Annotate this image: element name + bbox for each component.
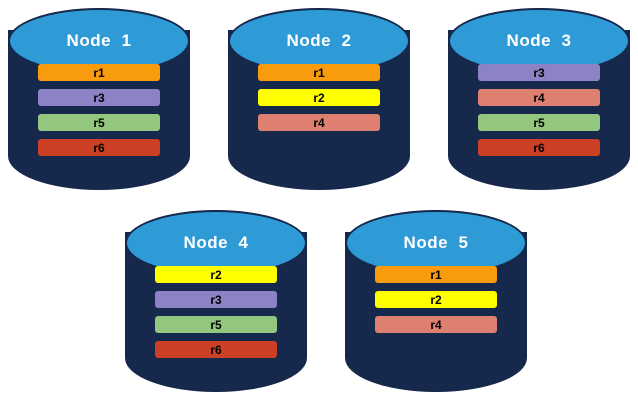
replica-bar: r5 (38, 114, 160, 131)
replica-bar: r6 (155, 341, 277, 358)
replica-bar: r4 (478, 89, 600, 106)
replica-bar: r6 (38, 139, 160, 156)
replica-bar: r1 (375, 266, 497, 283)
replica-bar: r3 (38, 89, 160, 106)
replica-bar: r1 (258, 64, 380, 81)
replica-bar: r4 (375, 316, 497, 333)
replica-bar: r2 (375, 291, 497, 308)
replica-bar: r3 (478, 64, 600, 81)
replica-bar: r4 (258, 114, 380, 131)
replica-list: r1 r3 r5 r6 (38, 64, 160, 156)
replica-list: r3 r4 r5 r6 (478, 64, 600, 156)
node-cap (125, 210, 307, 276)
replica-bar: r5 (478, 114, 600, 131)
replica-list: r1 r2 r4 (375, 266, 497, 333)
replica-bar: r3 (155, 291, 277, 308)
replica-list: r1 r2 r4 (258, 64, 380, 131)
node-cap (345, 210, 527, 276)
replica-bar: r1 (38, 64, 160, 81)
replica-bar: r5 (155, 316, 277, 333)
replica-bar: r6 (478, 139, 600, 156)
replica-bar: r2 (258, 89, 380, 106)
node-cap (8, 8, 190, 74)
replica-list: r2 r3 r5 r6 (155, 266, 277, 358)
node-cap (228, 8, 410, 74)
replica-bar: r2 (155, 266, 277, 283)
